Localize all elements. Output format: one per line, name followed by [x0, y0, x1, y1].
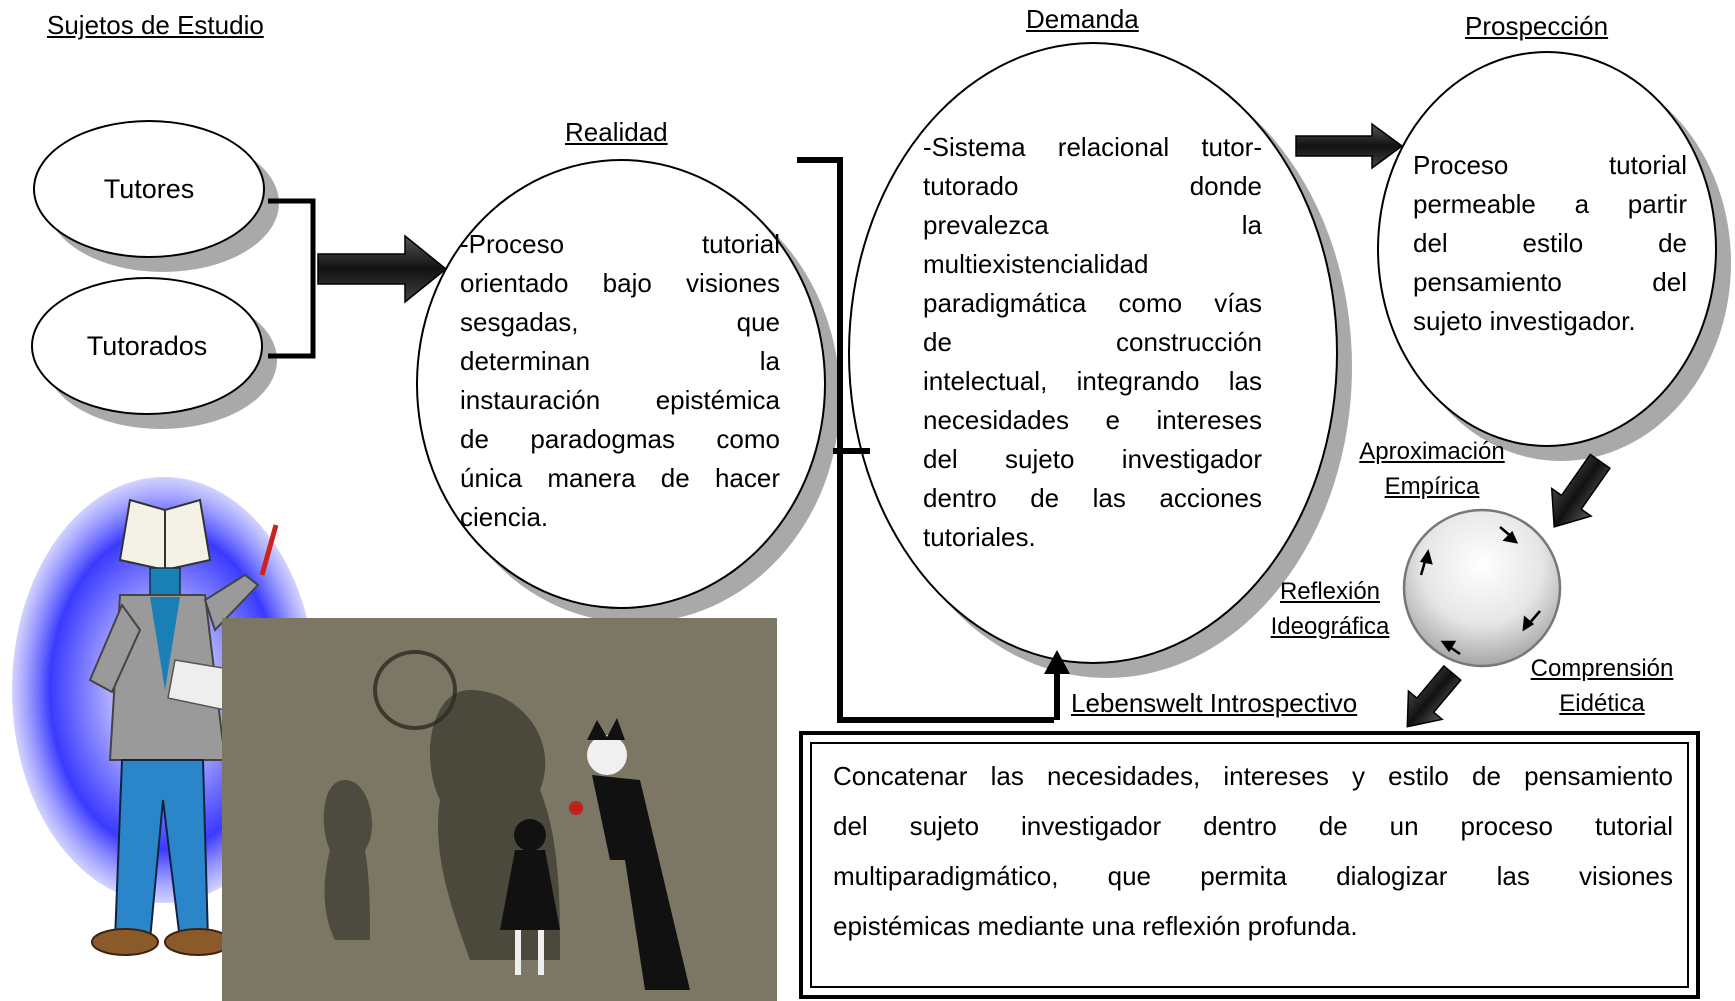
- tutored-label: Tutorados: [86, 330, 208, 361]
- demand-circle: [848, 42, 1338, 664]
- demand-text: -Sistema relacional tutor- tutorado dond…: [923, 132, 1262, 552]
- heading-demand: Demanda: [1026, 4, 1139, 34]
- shadow-mural-illustration: [222, 618, 777, 1001]
- reality-demand-bracket: [797, 157, 1054, 723]
- heading-prospection: Prospección: [1465, 11, 1609, 41]
- reality-text: -Proceso tutorial orientado bajo visione…: [460, 229, 780, 532]
- lebenswelt-up-arrowhead: [1044, 650, 1070, 674]
- heading-subjects: Sujetos de Estudio: [47, 10, 264, 40]
- tutored-ellipse: Tutorados: [31, 277, 263, 415]
- reality-circle: [416, 159, 826, 609]
- heading-reality: Realidad: [565, 117, 668, 147]
- label-lebenswelt: Lebenswelt Introspectivo: [1071, 688, 1358, 718]
- conclusion-box-outer: [799, 731, 1700, 999]
- subjects-bracket: [268, 198, 316, 359]
- arrow-demand-prospection: [1295, 122, 1404, 170]
- cycle-circle-icon: [1402, 508, 1562, 668]
- tutors-ellipse: Tutores: [33, 120, 265, 258]
- arrow-prospection-cycle: [1550, 453, 1611, 528]
- prospection-circle: [1377, 51, 1717, 447]
- tutors-label: Tutores: [103, 173, 195, 204]
- prospection-text: Proceso tutorial permeable a partir del …: [1413, 150, 1687, 336]
- arrow-cycle-lebenswelt: [1406, 664, 1462, 728]
- conclusion-box-inner: [810, 742, 1689, 988]
- conclusion-text: Concatenar las necesidades, intereses y …: [833, 761, 1673, 941]
- arrow-subjects-reality: [317, 234, 448, 304]
